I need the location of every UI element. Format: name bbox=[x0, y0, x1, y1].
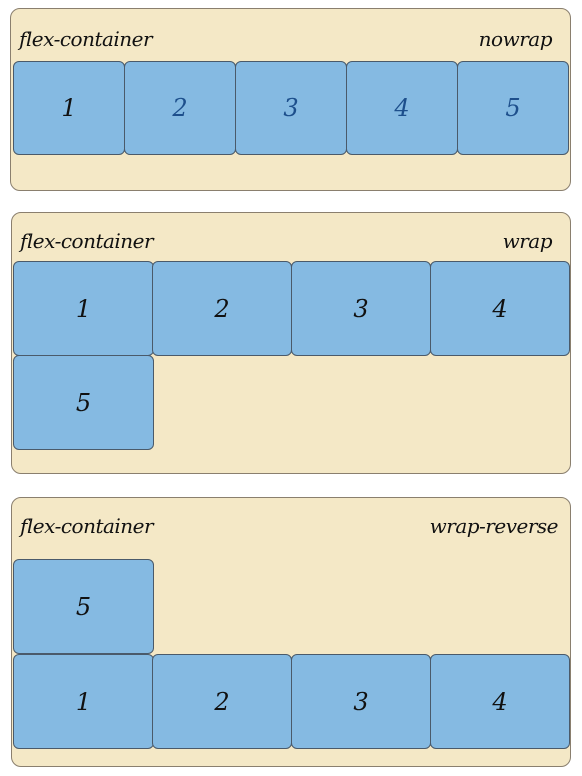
flex-item-3: 3 bbox=[291, 654, 431, 749]
wrap-mode-label: wrap-reverse bbox=[429, 514, 559, 538]
flex-container-wrap-reverse: flex-container wrap-reverse 5 1 2 3 4 bbox=[11, 497, 571, 767]
flex-item-2: 2 bbox=[152, 261, 292, 356]
flex-item-4: 4 bbox=[346, 61, 458, 155]
flex-item-5: 5 bbox=[13, 355, 154, 450]
container-label: flex-container bbox=[19, 27, 153, 51]
flex-item-5: 5 bbox=[13, 559, 154, 654]
container-label: flex-container bbox=[20, 514, 154, 538]
flex-item-2: 2 bbox=[152, 654, 292, 749]
flex-item-1: 1 bbox=[13, 654, 154, 749]
flex-item-1: 1 bbox=[13, 61, 125, 155]
flex-item-3: 3 bbox=[291, 261, 431, 356]
flex-item-2: 2 bbox=[124, 61, 236, 155]
wrap-mode-label: wrap bbox=[502, 229, 553, 253]
flex-item-1: 1 bbox=[13, 261, 154, 356]
flex-container-wrap: flex-container wrap 1 2 3 4 5 bbox=[11, 212, 571, 474]
flex-item-3: 3 bbox=[235, 61, 347, 155]
wrap-mode-label: nowrap bbox=[478, 27, 553, 51]
flex-container-nowrap: flex-container nowrap 1 2 3 4 5 bbox=[10, 8, 571, 191]
flex-item-5: 5 bbox=[457, 61, 569, 155]
flex-item-4: 4 bbox=[430, 654, 570, 749]
flex-item-4: 4 bbox=[430, 261, 570, 356]
container-label: flex-container bbox=[20, 229, 154, 253]
